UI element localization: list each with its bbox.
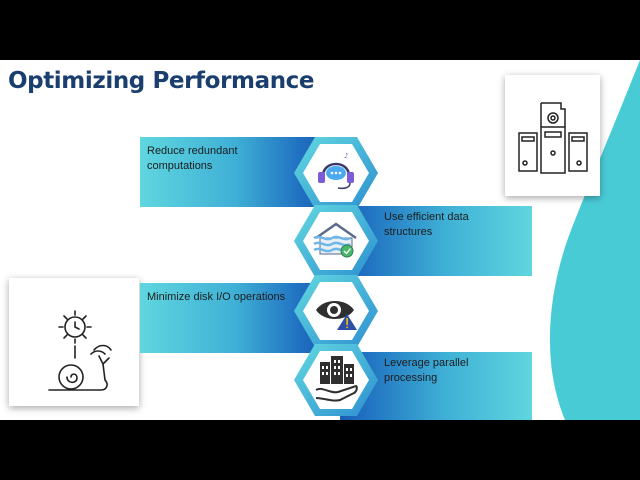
hexagon-1: ♪ [294, 137, 378, 209]
page-title: Optimizing Performance [8, 68, 315, 94]
hexagon-3 [294, 275, 378, 347]
hexagon-4 [294, 344, 378, 416]
item-label-4: Leverage parallel processing [384, 357, 469, 384]
eye-warning-icon [316, 301, 357, 330]
slow-process-card [9, 278, 139, 406]
slide: Optimizing Performance [0, 60, 640, 420]
svg-text:♪: ♪ [344, 152, 348, 160]
data-warehouse-icon [313, 222, 357, 258]
server-gear-icon [518, 102, 588, 174]
item-label-1: Reduce redundant computations [147, 145, 238, 172]
gear-clock-snail-icon [48, 310, 112, 391]
buildings-hand-icon [315, 356, 358, 402]
decorative-swoosh [549, 60, 640, 420]
support-headset-icon: ♪ [318, 152, 354, 190]
hexagon-column: ♪ [294, 137, 378, 416]
item-label-2: Use efficient data structures [384, 211, 469, 238]
server-card [505, 75, 600, 196]
item-label-3: Minimize disk I/O operations [147, 291, 286, 303]
hexagon-2 [294, 205, 378, 277]
